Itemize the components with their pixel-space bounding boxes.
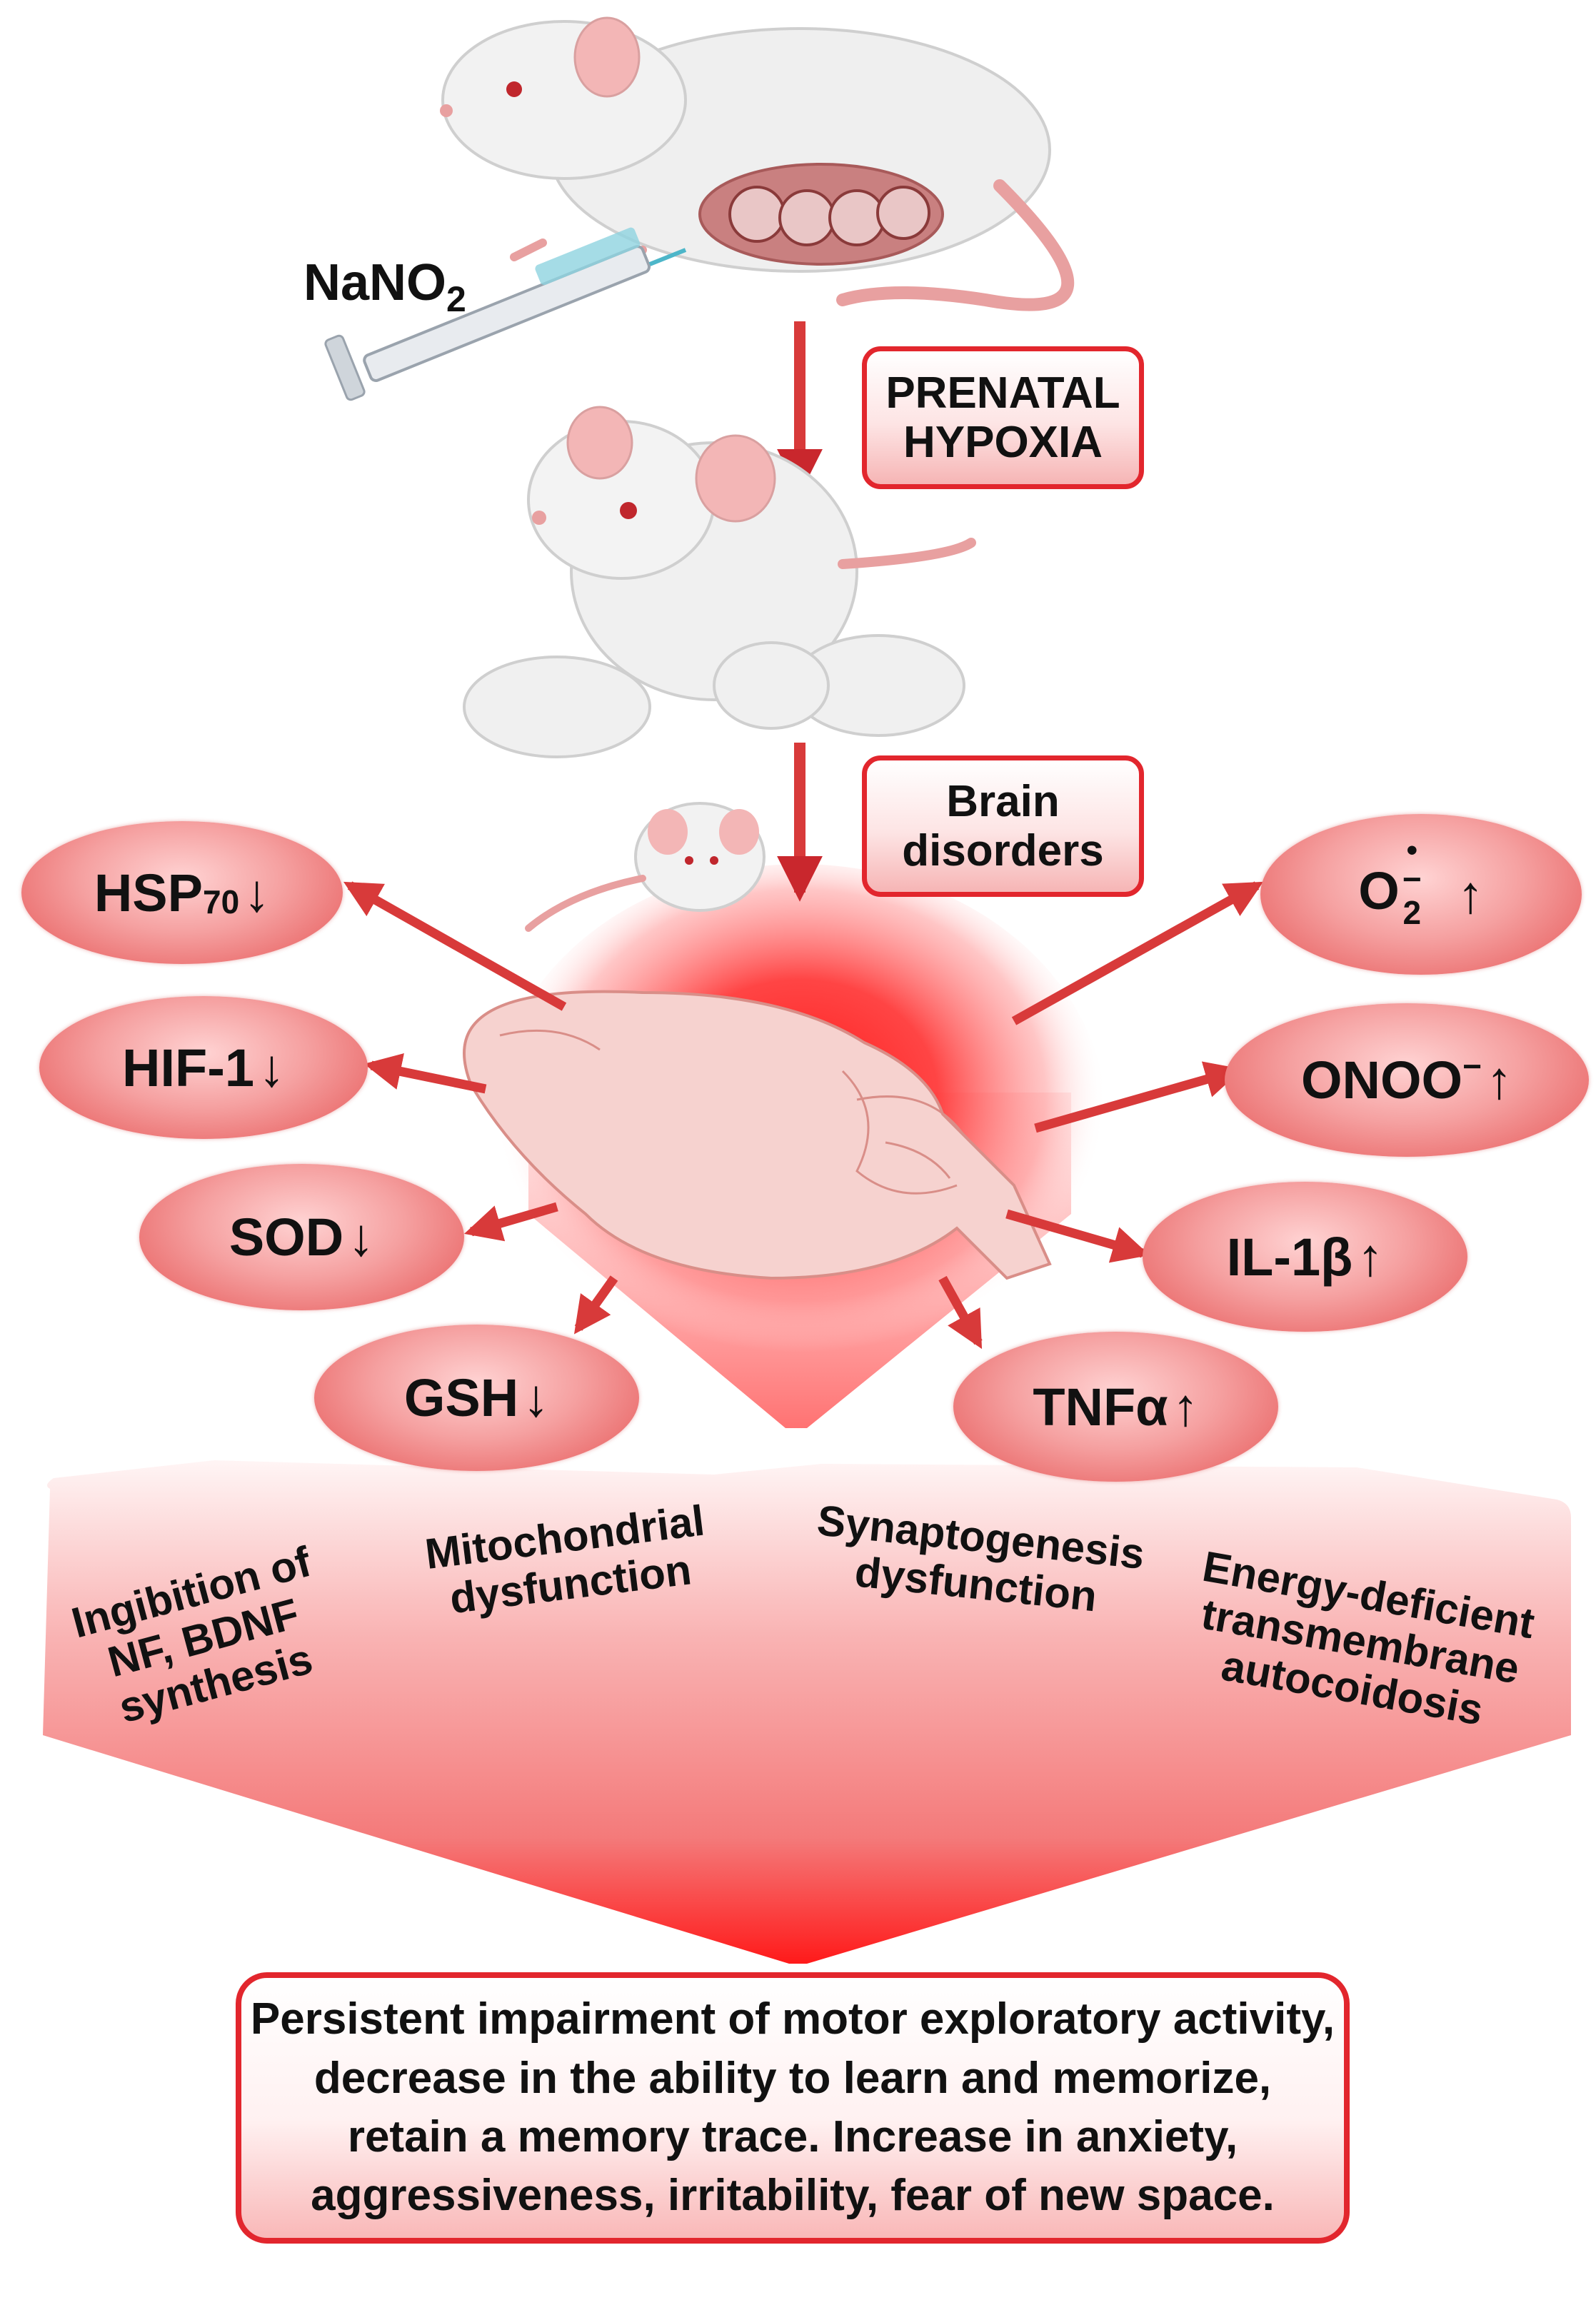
arrow-to-hsp70 bbox=[343, 881, 567, 1011]
marker-gsh: GSH↓ bbox=[314, 1325, 639, 1471]
marker-tnfa: TNFα↑ bbox=[953, 1332, 1278, 1482]
injection-label: NaNO2 bbox=[303, 254, 466, 319]
marker-superoxide-sup: − bbox=[1402, 860, 1422, 898]
marker-peroxynitrite-arrow: ↑ bbox=[1486, 1050, 1512, 1110]
arrow-to-tnfa bbox=[938, 1275, 983, 1350]
marker-sod: SOD↓ bbox=[139, 1164, 464, 1310]
young-rat-icon bbox=[525, 802, 766, 932]
brain-disorders-line1: Brain bbox=[946, 776, 1060, 826]
marker-il1b-name: IL-1β bbox=[1226, 1227, 1353, 1287]
arrow-to-il1b bbox=[1005, 1209, 1150, 1263]
pregnant-rat-icon bbox=[440, 16, 1074, 311]
outcome-box: Persistent impairment of motor explorato… bbox=[236, 1972, 1350, 2244]
marker-sod-arrow: ↓ bbox=[348, 1207, 375, 1267]
marker-peroxynitrite: ONOO−↑ bbox=[1225, 1003, 1589, 1157]
arrow-to-peroxynitrite bbox=[1034, 1061, 1243, 1133]
outcome-line3: retain a memory trace. Increase in anxie… bbox=[347, 2112, 1238, 2161]
marker-gsh-arrow: ↓ bbox=[523, 1368, 550, 1427]
marker-sod-name: SOD bbox=[229, 1207, 344, 1267]
brain-disorders-box: Brain disorders bbox=[862, 755, 1144, 897]
syringe-icon bbox=[324, 227, 687, 401]
marker-hif1-arrow: ↓ bbox=[259, 1038, 285, 1098]
arrow-to-hif1 bbox=[363, 1053, 487, 1094]
brain-disorders-line2: disorders bbox=[902, 826, 1104, 875]
marker-superoxide-arrow: ↑ bbox=[1457, 865, 1484, 924]
marker-hif1: HIF-1↓ bbox=[39, 996, 368, 1139]
marker-hif1-name: HIF-1 bbox=[122, 1038, 254, 1098]
prenatal-hypoxia-line2: HYPOXIA bbox=[903, 418, 1103, 467]
marker-peroxynitrite-sup: − bbox=[1462, 1047, 1482, 1085]
marker-superoxide-sub: 2 bbox=[1402, 894, 1422, 932]
arrow-to-superoxide bbox=[1011, 881, 1264, 1025]
marker-hsp70-name: HSP bbox=[94, 863, 203, 923]
marker-tnfa-arrow: ↑ bbox=[1172, 1377, 1199, 1437]
marker-gsh-name: GSH bbox=[403, 1368, 519, 1427]
mother-rat-with-pups-icon bbox=[463, 406, 976, 758]
marker-hsp70-arrow: ↓ bbox=[244, 863, 271, 923]
marker-peroxynitrite-name: ONOO bbox=[1301, 1050, 1463, 1110]
arrow-to-gsh bbox=[573, 1275, 618, 1335]
prenatal-hypoxia-box: PRENATAL HYPOXIA bbox=[862, 346, 1144, 489]
marker-superoxide-name: O bbox=[1358, 861, 1400, 921]
marker-hsp70-sub: 70 bbox=[202, 883, 240, 920]
brain-icon bbox=[463, 990, 1052, 1280]
outcome-line2: decrease in the ability to learn and mem… bbox=[313, 2053, 1272, 2103]
prenatal-hypoxia-line1: PRENATAL bbox=[885, 368, 1120, 418]
marker-tnfa-name: TNFα bbox=[1033, 1377, 1168, 1437]
marker-superoxide: O • − 2 ↑ bbox=[1260, 814, 1582, 975]
marker-il1b-arrow: ↑ bbox=[1357, 1227, 1384, 1287]
outcome-line1: Persistent impairment of motor explorato… bbox=[250, 1994, 1335, 2044]
marker-superoxide-dot: • bbox=[1406, 833, 1417, 868]
marker-il1b: IL-1β↑ bbox=[1143, 1182, 1467, 1332]
outcome-line4: aggressiveness, irritability, fear of ne… bbox=[311, 2171, 1275, 2221]
arrow-to-sod bbox=[464, 1202, 558, 1242]
consequences-funnel bbox=[43, 1460, 1571, 1964]
